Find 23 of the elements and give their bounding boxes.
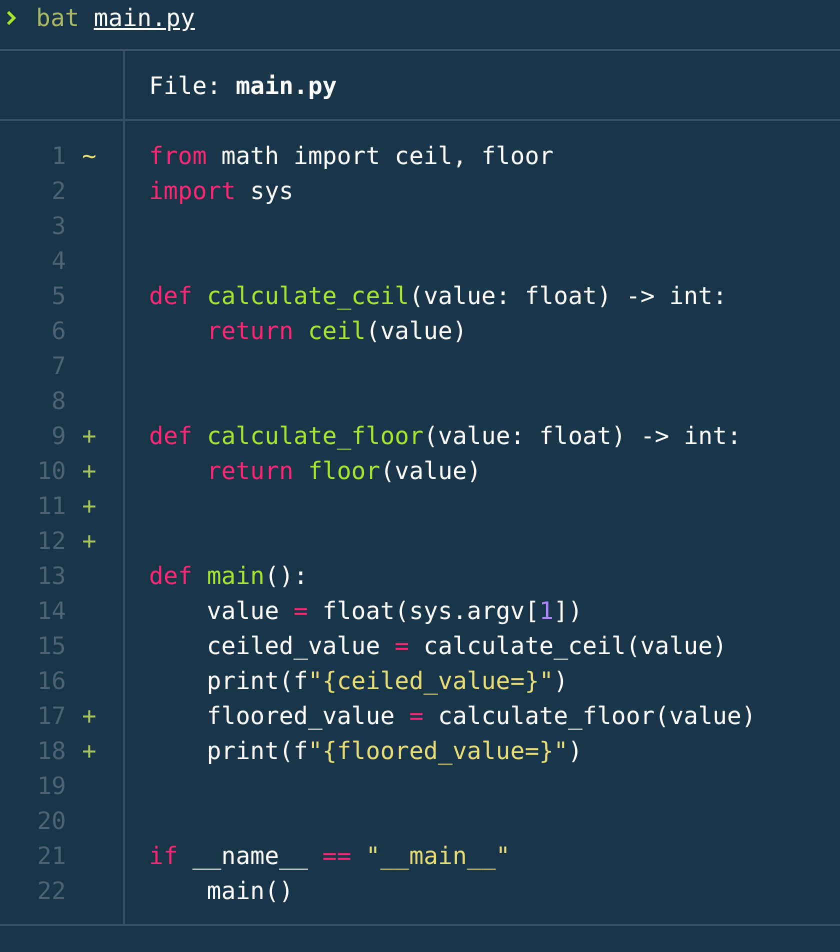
code-line: from math import ceil, floor bbox=[149, 141, 554, 171]
code-line: return ceil(value) bbox=[206, 316, 467, 346]
diff-marker: + bbox=[82, 421, 96, 451]
file-header: File: main.py bbox=[149, 71, 337, 101]
code-line: print(f"{floored_value=}") bbox=[206, 736, 582, 766]
code-line: import sys bbox=[149, 176, 294, 206]
code-line: ceiled_value = calculate_ceil(value) bbox=[206, 631, 727, 661]
diff-marker: + bbox=[82, 491, 96, 521]
code-line: if __name__ == "__main__" bbox=[149, 841, 510, 871]
diff-marker: ~ bbox=[82, 141, 96, 171]
code-line: return floor(value) bbox=[206, 456, 482, 486]
diff-marker: + bbox=[82, 526, 96, 556]
diff-marker: + bbox=[82, 456, 96, 486]
code-line: main() bbox=[206, 876, 294, 906]
diff-marker: + bbox=[82, 736, 96, 766]
code-line: value = float(sys.argv[1]) bbox=[206, 596, 583, 626]
diff-marker: + bbox=[82, 701, 96, 731]
code-line: def main(): bbox=[149, 561, 308, 591]
code-line: print(f"{ceiled_value=}") bbox=[206, 666, 568, 696]
command-text: bat main.py bbox=[36, 3, 195, 33]
code-line: floored_value = calculate_floor(value) bbox=[206, 701, 756, 731]
code-line: def calculate_floor(value: float) -> int: bbox=[149, 421, 742, 451]
code-line: def calculate_ceil(value: float) -> int: bbox=[149, 281, 728, 311]
